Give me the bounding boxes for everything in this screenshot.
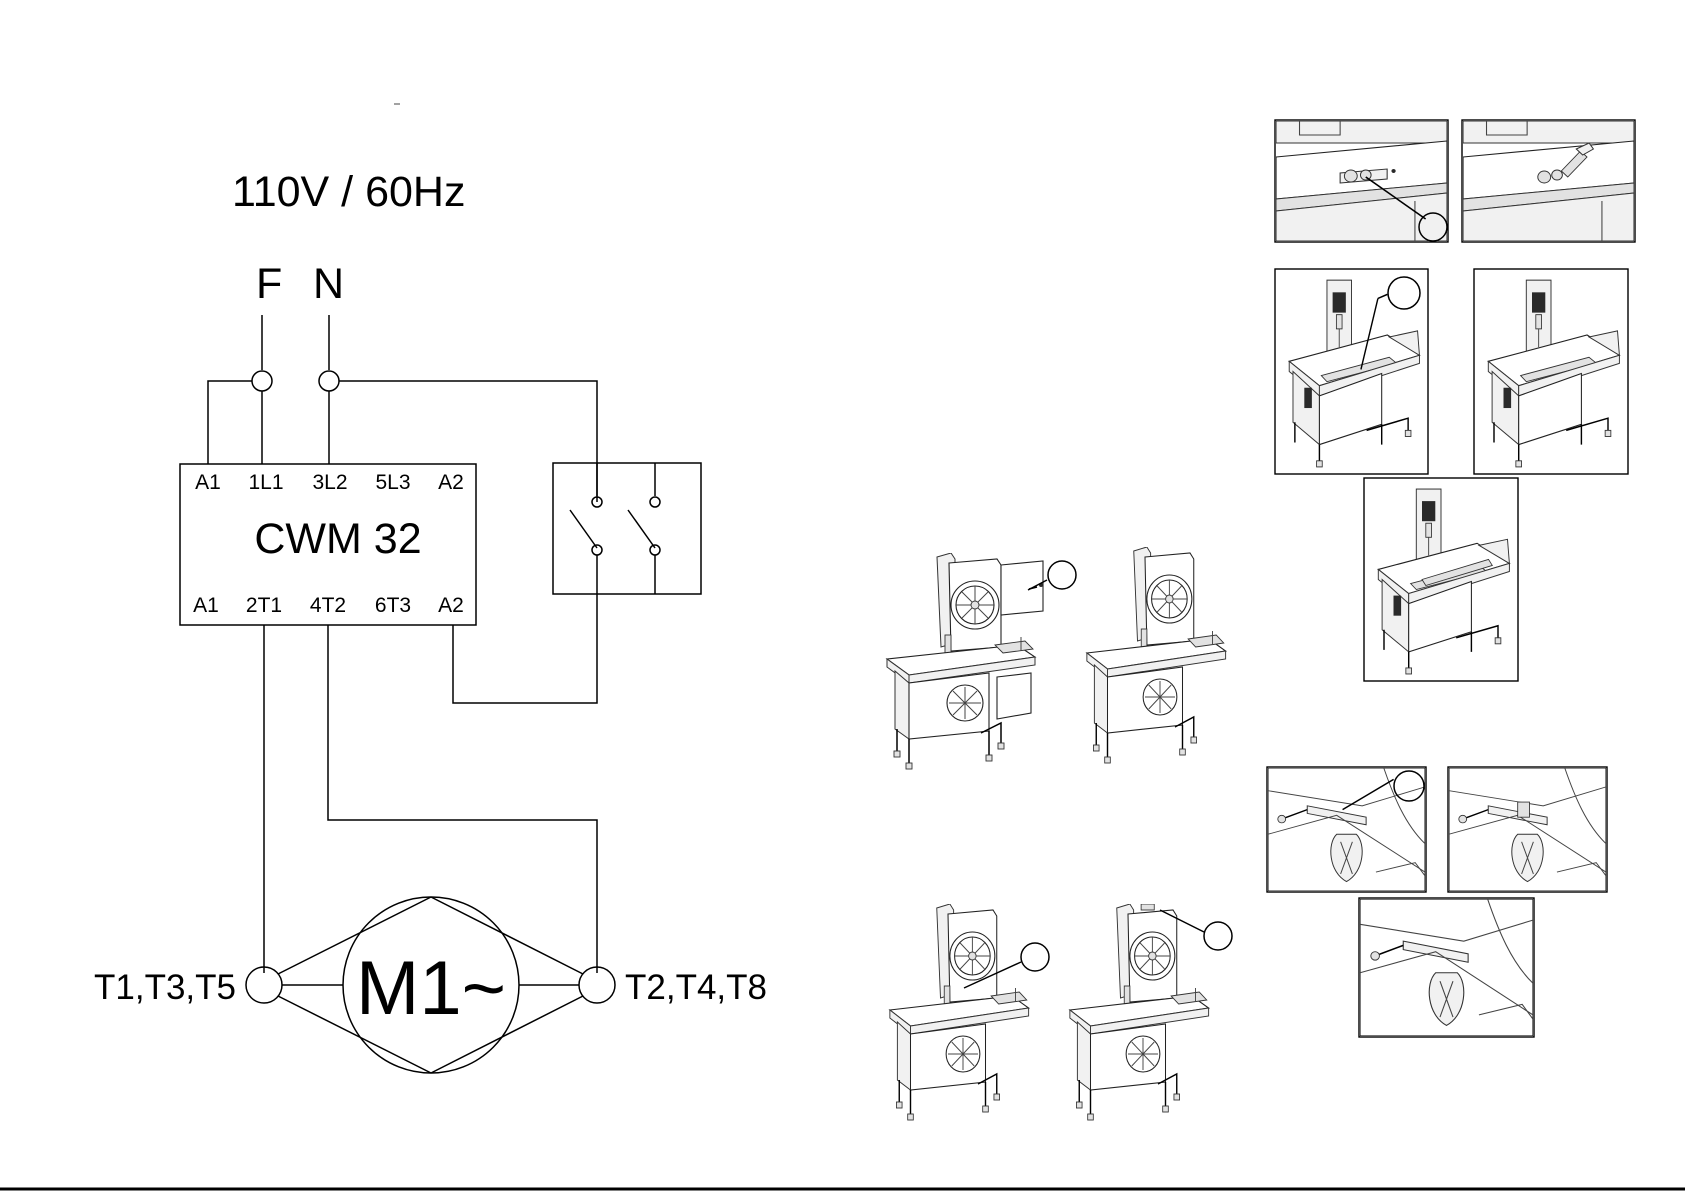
wiring-diagram: 110V / 60Hz F N A1 1L1 3L2 5L3 A2 CWM 32… xyxy=(94,104,767,1073)
contactor-top-terminal-1l1: 1L1 xyxy=(248,471,283,494)
motor-left-terminal-label: T1,T3,T5 xyxy=(94,968,236,1007)
contactor-top-terminal-a1: A1 xyxy=(195,471,221,494)
callout-circle xyxy=(1048,561,1076,589)
illustration-table-guard-c xyxy=(1364,478,1518,681)
motor-label: M1~ xyxy=(356,946,506,1031)
illustration-blade-guide-c xyxy=(1359,898,1534,1037)
neutral-terminal-node xyxy=(319,371,339,391)
contactor-bottom-terminal-a2: A2 xyxy=(438,594,464,617)
switch-blade-2 xyxy=(628,510,655,548)
illustration-saw-blade-tension xyxy=(890,904,1049,1120)
supply-voltage-label: 110V / 60Hz xyxy=(232,168,465,216)
contactor-bottom-terminal-2t1: 2T1 xyxy=(246,594,282,617)
switch-blade-1 xyxy=(570,510,597,548)
switch-contact-2 xyxy=(592,545,602,555)
push-button-switch xyxy=(553,463,701,594)
contactor-top-terminal-a2: A2 xyxy=(438,471,464,494)
illustration-saw-door-open xyxy=(887,553,1076,769)
illustration-saw-door-closed xyxy=(1087,547,1226,763)
contactor-top-terminal-3l2: 3L2 xyxy=(312,471,347,494)
switch-contact-3 xyxy=(650,497,660,507)
contactor-bottom-terminal-4t2: 4T2 xyxy=(310,594,346,617)
illustration-blade-guide-a xyxy=(1267,767,1426,892)
phase-label: F xyxy=(256,260,282,308)
a2-to-switch-wire xyxy=(453,594,597,703)
contactor-name: CWM 32 xyxy=(254,515,421,563)
illustration-blade-guide-b xyxy=(1448,767,1607,892)
switch-contact-4 xyxy=(650,545,660,555)
callout-circle xyxy=(1021,943,1049,971)
coil-a1-wire xyxy=(208,381,252,464)
illustration-panels xyxy=(887,120,1635,1120)
contactor-top-terminal-5l3: 5L3 xyxy=(375,471,410,494)
phase-terminal-node xyxy=(252,371,272,391)
callout-circle xyxy=(1204,922,1232,950)
illustration-saw-blade-adjust xyxy=(1070,904,1232,1120)
illustration-guard-screws-a xyxy=(1275,120,1448,242)
illustration-table-guard-b xyxy=(1474,269,1628,474)
motor-right-terminal-label: T2,T4,T8 xyxy=(625,968,767,1007)
contactor-bottom-terminal-a1: A1 xyxy=(193,594,219,617)
switch-box xyxy=(553,463,701,594)
neutral-label: N xyxy=(313,260,344,308)
illustration-table-guard-a xyxy=(1275,269,1428,474)
contactor-bottom-terminal-6t3: 6T3 xyxy=(375,594,411,617)
illustration-guard-screws-b xyxy=(1462,120,1635,242)
motor-symbol: M1~ T1,T3,T5 T2,T4,T8 xyxy=(94,897,767,1073)
t2-to-motor-wire xyxy=(328,625,597,973)
